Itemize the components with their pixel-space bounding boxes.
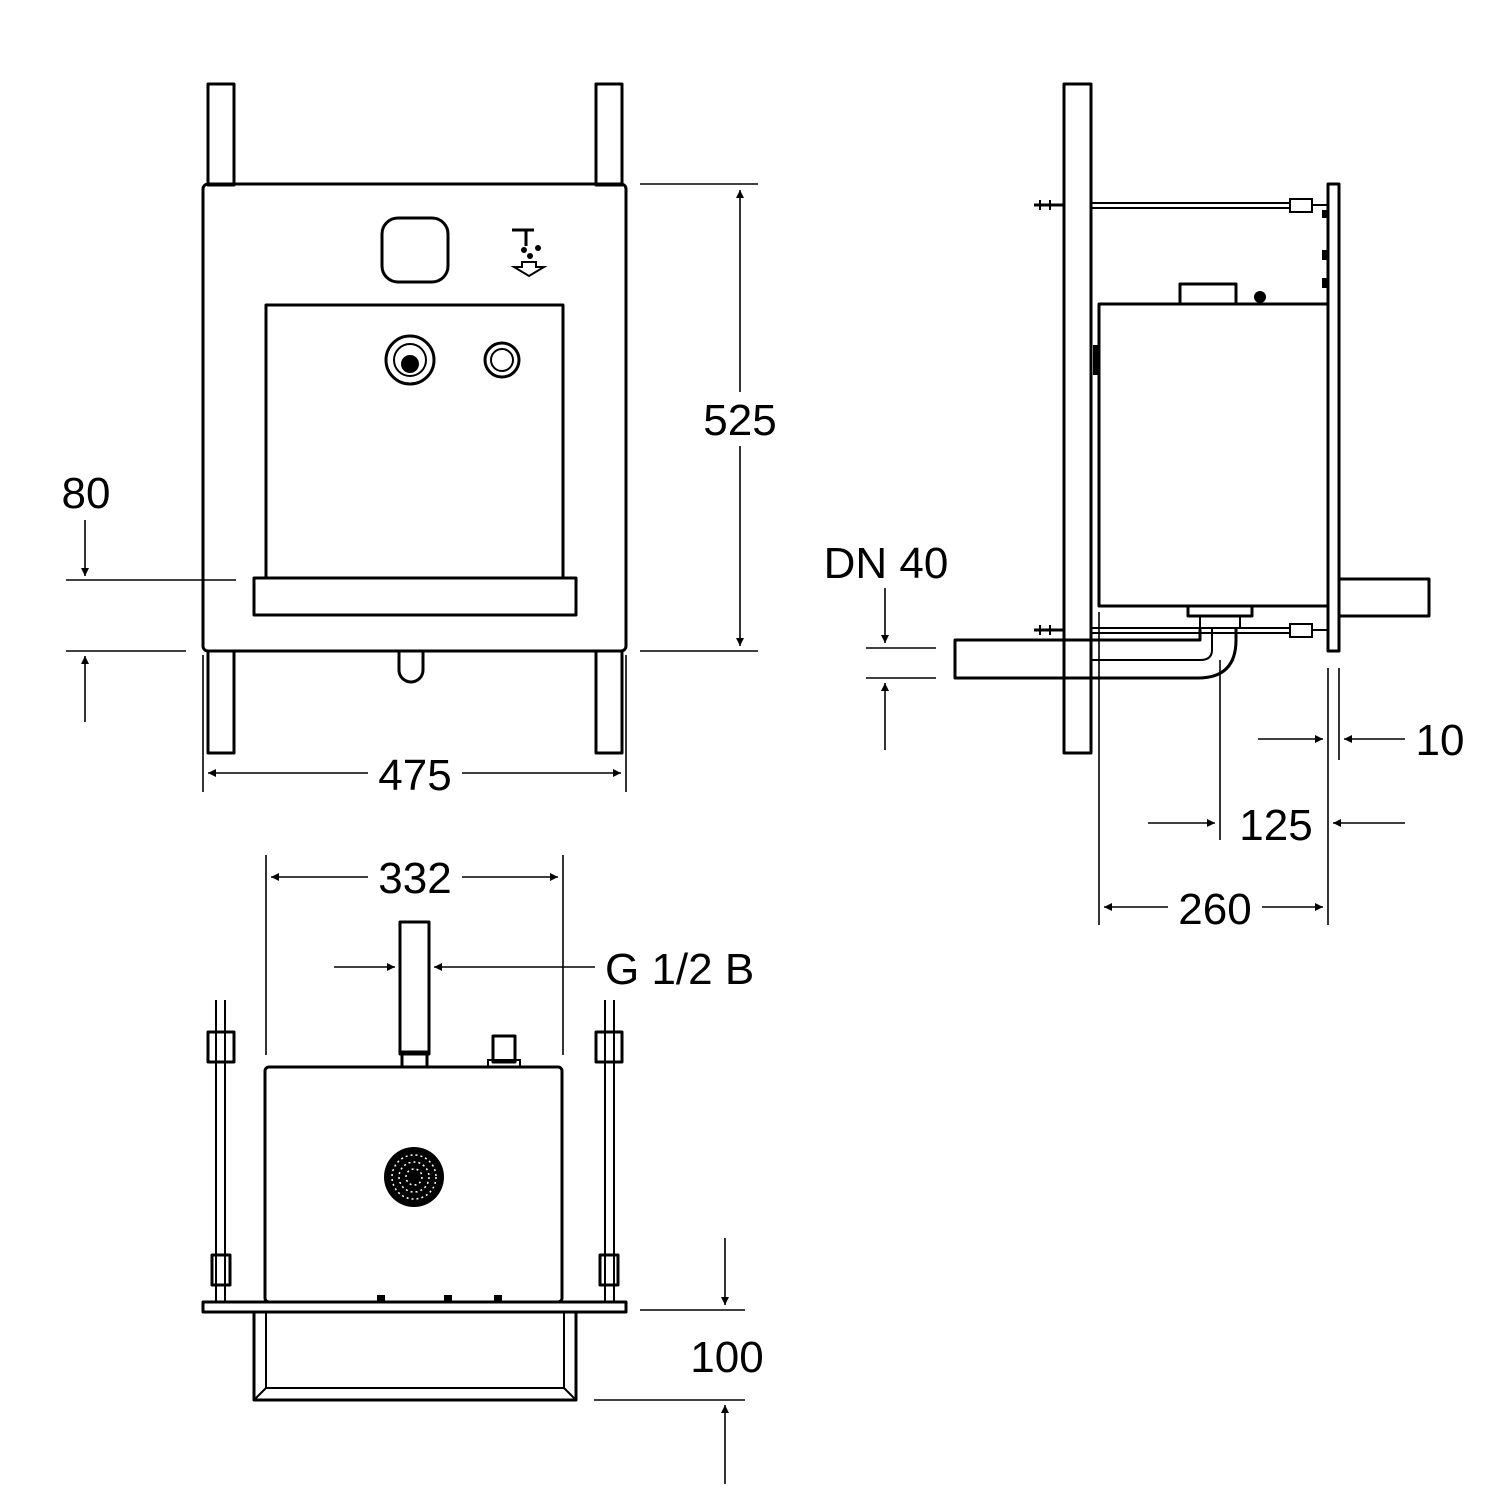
connection-thread-label: G 1/2 B [605, 945, 754, 994]
dimension-depth-125: 125 [1239, 801, 1312, 850]
dimension-depth-10: 10 [1416, 716, 1465, 765]
front-view: 525 475 80 [62, 82, 777, 800]
dimension-depth-100: 100 [690, 1333, 763, 1382]
control-knob-icon [384, 334, 436, 386]
side-view: DN 40 10 125 260 [824, 82, 1465, 934]
dimension-drain-dn40: DN 40 [824, 539, 949, 588]
dimension-width-332: 332 [378, 854, 451, 903]
sensor-window-icon [380, 216, 450, 284]
dimension-offset-80: 80 [62, 469, 111, 518]
dimension-height-525: 525 [703, 396, 776, 445]
dimension-width-475: 475 [378, 751, 451, 800]
top-view: 332 G 1/2 B 100 [201, 854, 764, 1484]
faucet-symbol-icon [510, 228, 548, 278]
dimension-depth-260: 260 [1178, 885, 1251, 934]
indicator-ring-icon [483, 341, 521, 379]
sensor-grille-icon [384, 1147, 444, 1207]
